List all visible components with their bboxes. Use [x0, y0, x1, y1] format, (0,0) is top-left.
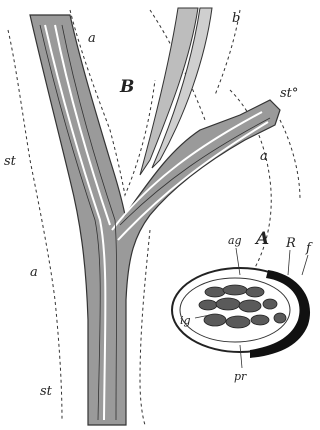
label-st-bottom: st [40, 384, 53, 399]
label-a-right: a [260, 149, 268, 164]
panel-b-stem [8, 8, 300, 425]
label-R: R [285, 236, 296, 251]
label-f: f [305, 241, 313, 256]
label-ig: ig [180, 314, 191, 327]
panel-a-cross-section [172, 248, 310, 368]
label-st-right: st° [280, 86, 298, 101]
main-trunk [30, 15, 280, 425]
label-a-left: a [30, 265, 38, 280]
label-ag: ag [228, 234, 242, 247]
label-panel-b: B [119, 77, 134, 97]
label-panel-a: A [254, 229, 269, 249]
label-b-top: b [232, 11, 240, 26]
label-pr: pr [234, 370, 247, 383]
label-st-left: st [4, 154, 17, 169]
label-a-top: a [88, 31, 96, 46]
